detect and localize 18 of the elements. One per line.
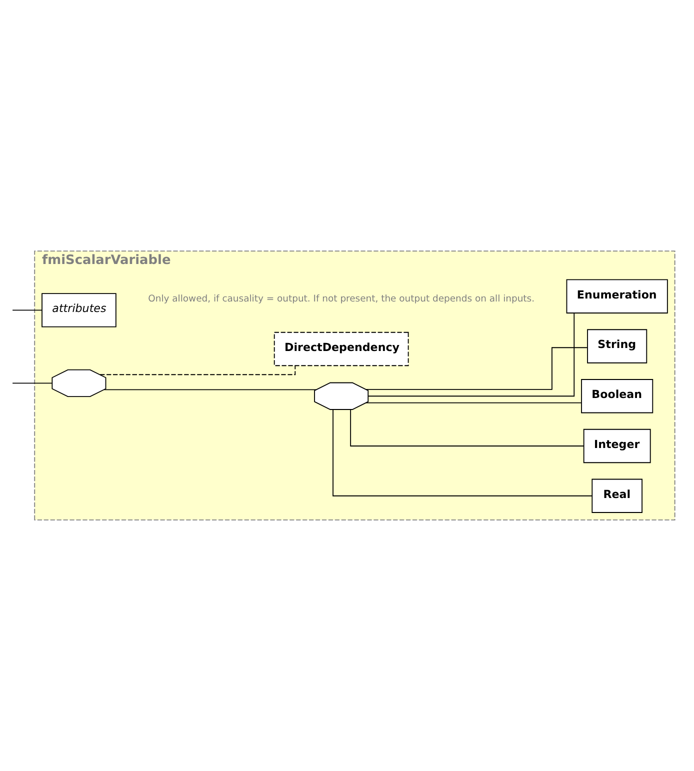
connector xyxy=(332,409,593,496)
node-box: attributes xyxy=(42,293,116,328)
connector xyxy=(104,389,317,390)
node-box: String xyxy=(587,329,648,364)
node-box: Boolean xyxy=(581,379,654,414)
node-octagon xyxy=(314,382,369,410)
node-label: Only allowed, if causality = output. If not present, the output depends on all inputs. xyxy=(148,293,535,304)
connector xyxy=(12,382,52,384)
node-box: Integer xyxy=(583,428,651,464)
connector xyxy=(365,347,588,390)
node-box: Real xyxy=(592,478,642,513)
connector xyxy=(366,402,582,404)
connector xyxy=(368,312,575,397)
connector xyxy=(350,409,584,446)
node-box: Enumeration xyxy=(566,279,668,314)
node-box: DirectDependency xyxy=(274,332,409,366)
connector xyxy=(12,310,42,311)
node-octagon xyxy=(52,369,106,398)
